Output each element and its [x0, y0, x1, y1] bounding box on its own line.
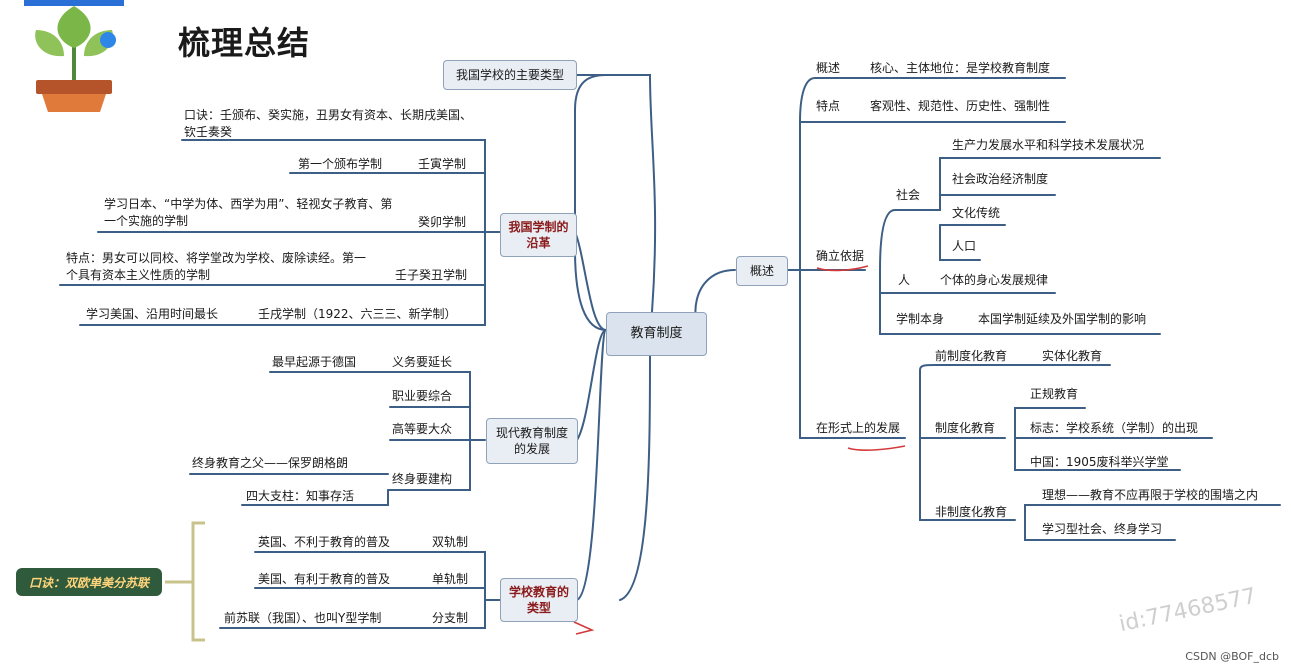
text-china-1905: 中国：1905废科举兴学堂: [1030, 455, 1169, 469]
text-person: 个体的身心发展规律: [940, 273, 1049, 287]
label-society: 社会: [896, 188, 921, 202]
text-father-lifelong: 终身教育之父——保罗朗格朗: [192, 456, 349, 470]
text-guimao-desc: 学习日本、“中学为体、西学为用”、轻视女子教育、第一个实施的学制: [104, 197, 393, 228]
node-modern-development[interactable]: 现代教育制度的发展: [486, 418, 578, 464]
node-main-school-types[interactable]: 我国学校的主要类型: [443, 60, 577, 90]
text-origin-germany: 最早起源于德国: [272, 355, 357, 369]
node-overview[interactable]: 概述: [736, 256, 788, 286]
label-system-itself: 学制本身: [896, 312, 945, 326]
text-renzi: 壬子癸丑学制: [395, 268, 468, 282]
text-learning-society: 学习型社会、终身学习: [1042, 522, 1163, 536]
text-renzi-desc: 特点：男女可以同校、将学堂改为学校、废除读经。第一个具有资本主义性质的学制: [66, 251, 367, 282]
text-single-track: 单轨制: [432, 572, 469, 586]
text-ussr: 前苏联（我国）、也叫Y型学制: [224, 611, 382, 625]
label-form-development: 在形式上的发展: [816, 421, 901, 435]
text-higher: 高等要大众: [392, 422, 453, 436]
text-pillars: 四大支柱：知事存活: [246, 489, 355, 503]
text-politics: 社会政治经济制度: [952, 172, 1049, 186]
text-renxu-desc: 学习美国、沿用时间最长: [86, 307, 219, 321]
reform-mnemonic-text: 口诀：壬颁布、癸实施，丑男女有资本、长期戌美国、钦壬奏癸: [184, 108, 473, 139]
text-pre-institutional: 前制度化教育: [935, 349, 1008, 363]
text-sign: 标志：学校系统（学制）的出现: [1030, 421, 1199, 435]
node-school-types[interactable]: 学校教育的类型: [500, 578, 578, 622]
text-dual-track: 双轨制: [432, 535, 469, 549]
text-non-institutional: 非制度化教育: [935, 505, 1008, 519]
text-summary: 核心、主体地位：是学校教育制度: [870, 61, 1051, 75]
text-compulsory: 义务要延长: [392, 355, 453, 369]
label-person: 人: [898, 273, 911, 287]
text-population: 人口: [952, 239, 977, 253]
text-system: 本国学制延续及外国学制的影响: [978, 312, 1147, 326]
text-vocational: 职业要综合: [392, 389, 453, 403]
node-school-types-label: 学校教育的类型: [509, 585, 570, 615]
text-features: 客观性、规范性、历史性、强制性: [870, 99, 1051, 113]
label-basis: 确立依据: [816, 249, 865, 263]
node-reform[interactable]: 我国学制的沿革: [500, 213, 577, 257]
text-us: 美国、有利于教育的普及: [258, 572, 391, 586]
text-renxu: 壬戌学制（1922、六三三、新学制）: [258, 307, 457, 321]
center-node-education-system[interactable]: 教育制度: [606, 312, 707, 356]
label-features: 特点: [816, 99, 841, 113]
node-reform-label: 我国学制的沿革: [508, 220, 569, 250]
csdn-credit: CSDN @BOF_dcb: [1185, 650, 1279, 663]
text-productivity: 生产力发展水平和科学技术发展状况: [952, 138, 1145, 152]
text-entity: 实体化教育: [1042, 349, 1103, 363]
mnemonic-badge: 口诀：双欧单美分苏联: [16, 568, 162, 596]
text-guimao: 癸卯学制: [418, 215, 467, 229]
plant-logo-icon: [24, 0, 124, 112]
text-branch: 分支制: [432, 611, 469, 625]
text-lifelong: 终身要建构: [392, 472, 453, 486]
text-institutional: 制度化教育: [935, 421, 996, 435]
text-ideal: 理想——教育不应再限于学校的围墙之内: [1042, 488, 1259, 502]
label-summary: 概述: [816, 61, 841, 75]
node-modern-label: 现代教育制度的发展: [495, 426, 568, 456]
text-renyin: 壬寅学制: [418, 157, 467, 171]
page-title: 梳理总结: [178, 24, 311, 62]
text-uk: 英国、不利于教育的普及: [258, 535, 391, 549]
text-formal: 正规教育: [1030, 387, 1079, 401]
text-first-promulgated: 第一个颁布学制: [298, 157, 383, 171]
text-culture: 文化传统: [952, 206, 1001, 220]
